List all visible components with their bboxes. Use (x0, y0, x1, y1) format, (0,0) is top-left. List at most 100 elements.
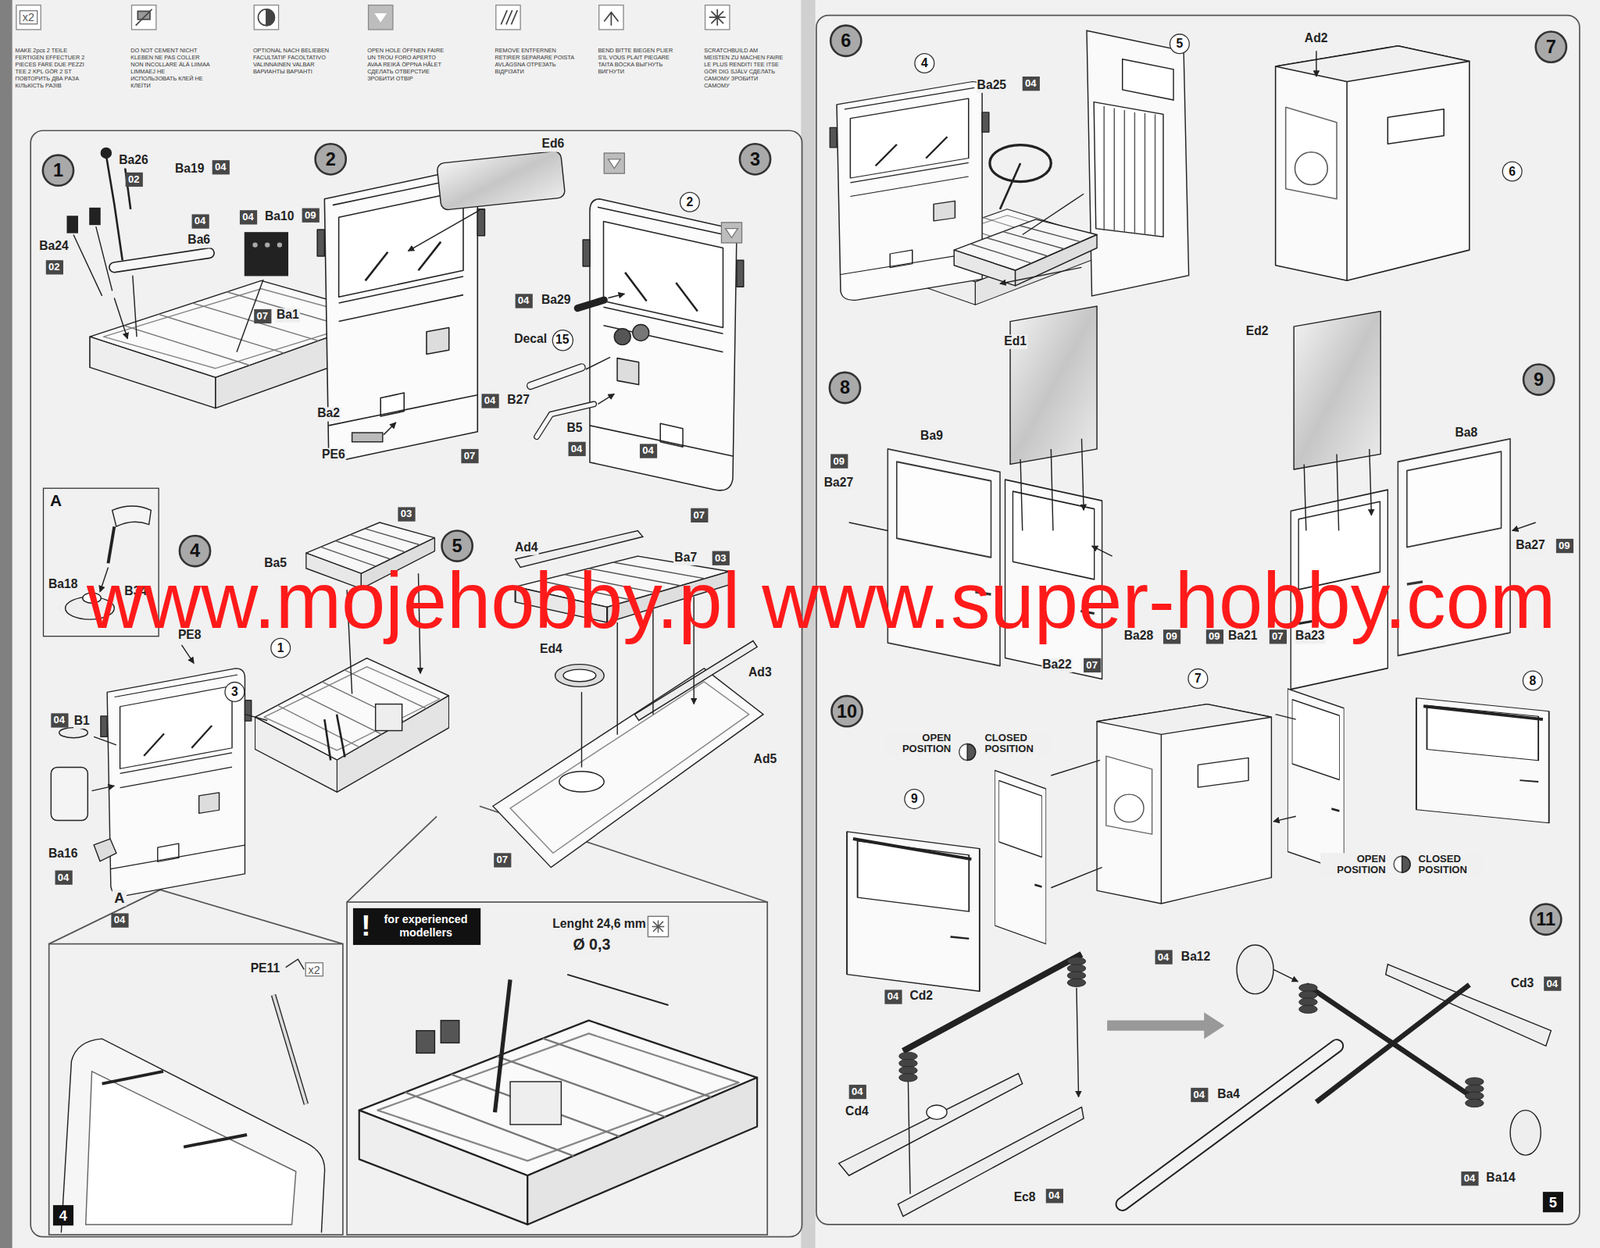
paint-code: 04 (1543, 976, 1561, 991)
step4-parts (255, 658, 450, 793)
part-number: B5 (565, 421, 584, 436)
page-ground (0, 0, 13, 1248)
step4-parts (92, 736, 117, 791)
step3-parts (632, 325, 650, 342)
step8-parts (1020, 439, 1084, 532)
node-text: 15 (555, 332, 569, 347)
step5-parts (510, 682, 750, 854)
legend-text: SCRATCHBUILD AM MEISTEN ZU MACHEN FAIRE … (703, 46, 784, 90)
detail-wipers (102, 1071, 247, 1148)
part-number: Ed4 (539, 642, 564, 658)
legend-item: BEND BITTE BIEGEN PLIER S'IL VOUS PLAIT … (597, 3, 684, 75)
node-text: 7 (1194, 671, 1202, 686)
legend-item: OPTIONAL NACH BELIEBEN FACULTATIF FACOLT… (253, 3, 340, 75)
node-text: 5 (1176, 36, 1184, 51)
step-number: 7 (1534, 30, 1568, 64)
legend-icon (253, 3, 280, 31)
step3-parts (585, 357, 615, 404)
step1-parts (114, 275, 264, 353)
step1-parts (106, 155, 131, 261)
paint-code: 07 (460, 449, 479, 464)
step2-parts (317, 150, 565, 461)
step1-parts (252, 242, 259, 249)
paint-code: 02 (45, 260, 63, 275)
paint-code: 04 (1045, 1189, 1063, 1204)
step3-parts (530, 153, 744, 491)
step3-parts (582, 199, 744, 491)
part-number: Ba8 (1453, 426, 1479, 441)
node-text: 8 (1528, 673, 1536, 688)
node-text: 5 (452, 535, 463, 557)
page-frame (49, 944, 343, 1236)
step1-parts (114, 253, 209, 268)
step10-parts (1423, 706, 1543, 720)
step-number: 11 (1529, 903, 1563, 936)
paint-code: 07 (493, 853, 511, 868)
detail-wipers (60, 959, 325, 1233)
step6-parts (953, 219, 1097, 286)
node-text: 7 (1546, 35, 1557, 58)
step6-parts (829, 30, 1189, 305)
detail-wipers (273, 995, 307, 1105)
step2-parts (436, 150, 566, 211)
legend-icon (367, 3, 394, 31)
step9-parts (1512, 522, 1536, 531)
step-number: 6 (829, 24, 863, 58)
paint-code: 04 (191, 214, 209, 229)
part-number: Ba18 (47, 578, 79, 593)
step3-parts (721, 222, 742, 243)
step6-parts (1093, 102, 1164, 237)
paint-code: 04 (481, 393, 499, 408)
node-text: 3 (750, 148, 761, 170)
detail-wipers (60, 1039, 325, 1233)
legend-text: DO NOT CEMENT NICHT KLEBEN NE PAS COLLER… (130, 46, 211, 90)
dimension: Ø 0,3 (571, 935, 613, 954)
step1-parts (244, 232, 288, 276)
part-number: Lenght 24,6 mm (551, 917, 647, 933)
step10-parts (967, 744, 975, 761)
node-text: 3 (231, 685, 239, 700)
multiplier-icon: x2 (19, 9, 38, 25)
step5-parts (559, 771, 604, 793)
page-frame (30, 130, 802, 1237)
detail-pedals (494, 979, 511, 1113)
legend-text: OPEN HOLE ÖFFNEN FAIRE UN TROU FORO APER… (367, 46, 447, 83)
legend-icon (703, 3, 731, 31)
callout-number: 4 (914, 53, 935, 74)
part-number: Ba27 (1514, 539, 1547, 554)
paint-code: 04 (110, 913, 129, 928)
part-number: B27 (506, 393, 531, 408)
part-number: Ad5 (752, 753, 778, 768)
part-number: Ba1 (275, 308, 300, 323)
part-number: Ed2 (1244, 325, 1269, 340)
node-text: 4 (921, 56, 929, 71)
paint-code: 03 (397, 507, 415, 522)
part-number: Ba25 (975, 78, 1008, 93)
part-number: Ba16 (47, 846, 79, 861)
step11-parts (1385, 964, 1552, 1047)
step6-parts (1086, 30, 1190, 297)
step2-parts (383, 422, 397, 436)
legend-text: OPTIONAL NACH BELIEBEN FACULTATIF FACOLT… (253, 46, 333, 76)
step7-parts (1315, 50, 1317, 77)
paint-code: 04 (54, 871, 72, 886)
step3-parts (530, 367, 582, 386)
part-number: Ba24 (38, 239, 70, 254)
paint-code: 04 (884, 989, 902, 1004)
position-label: CLOSED POSITION (984, 731, 1050, 755)
part-number: B1 (72, 714, 91, 729)
step1-parts (276, 242, 283, 249)
part-number: Ba14 (1485, 1171, 1517, 1186)
page-frame (30, 15, 1580, 1238)
callout-number: 2 (679, 192, 700, 213)
page-number: 4 (53, 1205, 74, 1226)
part-number: PE6 (321, 448, 347, 463)
step4-parts (324, 714, 345, 761)
step6-parts (1000, 163, 1021, 210)
detail-pedals (416, 1031, 436, 1054)
part-number: Ba19 (174, 162, 206, 177)
part-number: Ba4 (1216, 1088, 1241, 1103)
part-number: Cd2 (908, 989, 934, 1004)
page-frame (346, 902, 768, 1236)
